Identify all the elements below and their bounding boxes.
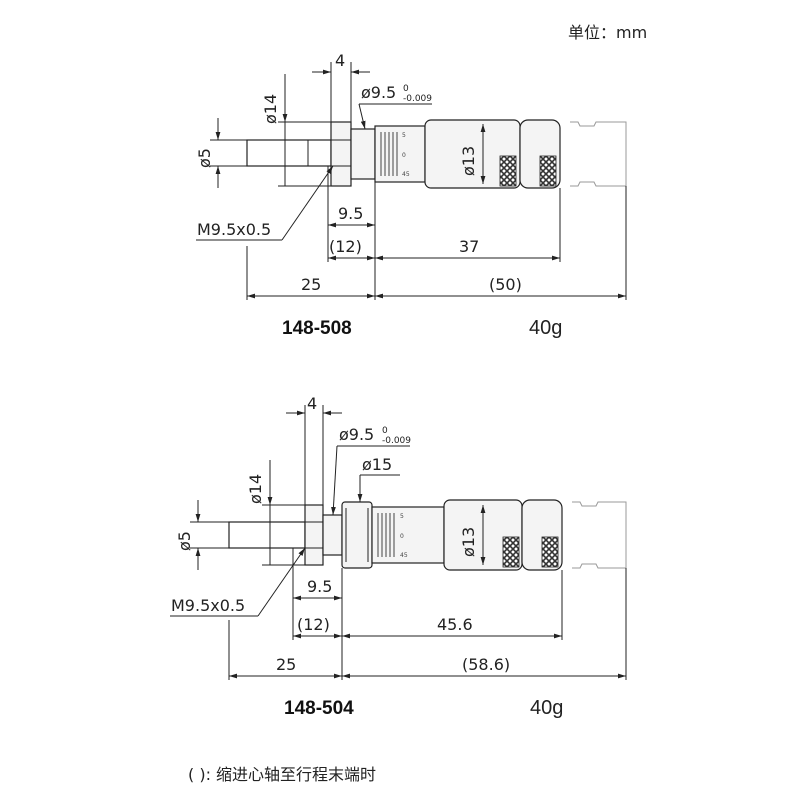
knurl-pattern	[502, 536, 520, 568]
dim-flange-dia: ø14	[246, 474, 265, 504]
svg-text:5: 5	[402, 132, 406, 139]
spindle	[228, 521, 306, 549]
flange-nut	[304, 504, 324, 566]
dim-total-len: (50)	[489, 275, 522, 294]
svg-text:45: 45	[402, 171, 410, 178]
spindle	[246, 139, 332, 167]
dim-flange-dia: ø14	[261, 94, 280, 124]
svg-text:0: 0	[400, 533, 404, 540]
tol-upper: 0	[382, 426, 388, 436]
dim-retracted-offset: (12)	[297, 615, 330, 634]
dim-thimble-dia: ø13	[459, 527, 478, 557]
tol-lower: -0.009	[403, 94, 432, 104]
threaded-neck	[350, 128, 376, 180]
model-number: 148-504	[284, 698, 354, 719]
dim-barrel-len: 45.6	[437, 615, 473, 634]
dim-thimble-dia: ø13	[459, 146, 478, 176]
dim-total-len: (58.6)	[462, 655, 510, 674]
dim-spindle-len: 25	[276, 655, 296, 674]
svg-text:0: 0	[402, 152, 406, 159]
unit-label: 单位：mm	[568, 23, 647, 42]
dim-collar-dia: ø15	[362, 455, 392, 474]
dim-spindle-len: 25	[301, 275, 321, 294]
dim-retracted-offset: (12)	[329, 237, 362, 256]
retracted-ghost	[572, 501, 627, 569]
knurl-pattern	[499, 155, 517, 187]
flange-nut	[330, 121, 352, 187]
mass-label: 40g	[529, 317, 562, 339]
dim-spindle-dia: ø5	[195, 148, 214, 168]
dim-barrel-len: 37	[459, 237, 479, 256]
thread-spec: M9.5x0.5	[197, 220, 271, 239]
dim-thread-len: 9.5	[307, 577, 332, 596]
mass-label: 40g	[530, 697, 563, 719]
dim-thread-dia: ø9.5	[339, 425, 374, 444]
dim-spindle-dia: ø5	[175, 531, 194, 551]
retracted-ghost	[570, 121, 627, 187]
tol-lower: -0.009	[382, 436, 411, 446]
svg-text:5: 5	[400, 513, 404, 520]
dim-thread-width: 4	[307, 394, 317, 413]
sleeve	[374, 125, 426, 183]
dim-thread-width: 4	[335, 51, 345, 70]
thread-spec: M9.5x0.5	[171, 596, 245, 615]
footnote: ( ): 缩进心轴至行程末端时	[188, 765, 376, 784]
threaded-neck	[322, 514, 343, 556]
model-number: 148-508	[282, 318, 352, 339]
dim-thread-dia: ø9.5	[361, 83, 396, 102]
dim-thread-len: 9.5	[338, 204, 363, 223]
tol-upper: 0	[403, 84, 409, 94]
drawing-148-504: 5 0 45 ø13 ø5 ø14 4 ø9.5 0 -0.009	[170, 394, 627, 719]
svg-text:45: 45	[400, 552, 408, 559]
sleeve	[371, 506, 445, 564]
